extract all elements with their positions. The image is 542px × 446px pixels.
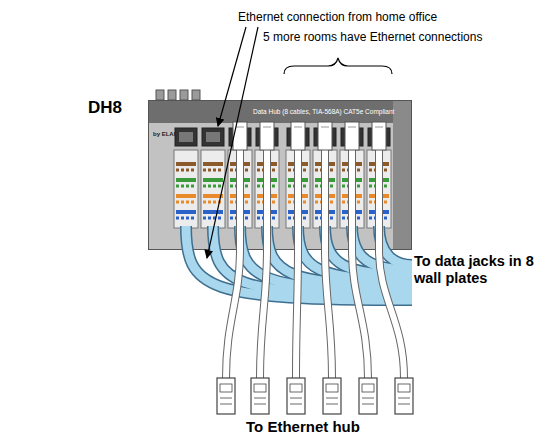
rj45-plug	[323, 378, 341, 414]
leader-arrow	[207, 27, 258, 258]
jack	[202, 128, 224, 146]
product-title: Data Hub (8 cables, TIA-568A) CAT5e Comp…	[253, 108, 394, 115]
punch-down-blocks	[174, 150, 391, 228]
annotation-text: Ethernet connection from home office	[238, 10, 437, 24]
end-plugs	[217, 378, 413, 414]
brand-mark: by ELAN	[153, 131, 178, 138]
rj45-plug	[233, 122, 247, 150]
rj45-plug	[345, 122, 359, 150]
rj45-plug	[291, 122, 305, 150]
rj45-plug	[260, 122, 274, 150]
rj45-plug	[251, 378, 269, 414]
rj45-plug	[287, 378, 305, 414]
rj45-plug	[318, 122, 332, 150]
destination-label: To Ethernet hub	[246, 418, 360, 436]
rj45-plug	[359, 378, 377, 414]
inserted-plugs	[233, 122, 386, 150]
rj45-plug	[217, 378, 235, 414]
mounting-tabs	[156, 90, 200, 100]
model-label: DH8	[88, 98, 122, 118]
punch-block	[174, 150, 198, 228]
leader-arrows	[207, 27, 258, 258]
patch-cords	[226, 150, 404, 378]
annotation-text: 5 more rooms have Ethernet connections	[263, 30, 482, 44]
rj45-plug	[372, 122, 386, 150]
jack	[175, 128, 197, 146]
punch-block	[201, 150, 225, 228]
rj45-plug	[395, 378, 413, 414]
leader-arrow	[218, 27, 246, 126]
destination-label: To data jacks in 8 wall plates	[414, 253, 538, 288]
brace	[284, 58, 392, 74]
